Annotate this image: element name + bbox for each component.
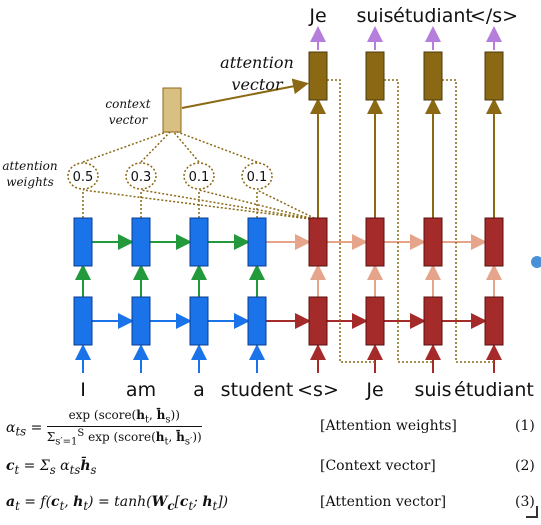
equation-formula: ct = Σs αtsh̄s [6, 458, 97, 477]
decoder-cell-lower [484, 296, 504, 346]
decoder-cells [308, 217, 504, 346]
context-vector-label: context [105, 97, 150, 111]
attention-weight-value: 0.1 [247, 170, 268, 185]
equation-formula: at = f(ct, ht) = tanh(Wc[ct; ht]) [6, 494, 229, 513]
input-word: I [80, 379, 86, 400]
attention-vector-cell [365, 51, 385, 101]
encoder-cell-lower [73, 296, 93, 346]
attention-vector-label: vector [231, 75, 284, 94]
encoder-cell-upper [73, 217, 93, 267]
scroll-indicator[interactable] [531, 256, 541, 268]
attention-score-lines [82, 129, 319, 221]
equation-attention-weights: αts = exp (score(ht, h̄s))Σs′=1S exp (sc… [0, 404, 541, 450]
context-vector-cell [162, 87, 182, 133]
attention-vector-label: attention [220, 53, 294, 72]
output-word: suis [356, 5, 393, 27]
input-word: suis [414, 379, 451, 400]
equation-number: (2) [515, 458, 535, 474]
encoder-cell-upper [131, 217, 151, 267]
attention-weight-value: 0.3 [131, 170, 152, 185]
output-word: </s> [470, 5, 518, 27]
equation-context-vector: ct = Σs αtsh̄s [Context vector] (2) [0, 452, 541, 486]
encoder-cell-upper [247, 217, 267, 267]
input-word: Je [365, 379, 383, 400]
input-word: étudiant [454, 379, 534, 400]
decoder-cell-lower [308, 296, 328, 346]
attention-vector-arrows [181, 78, 502, 218]
equation-formula: αts = exp (score(ht, h̄s))Σs′=1S exp (sc… [6, 408, 202, 448]
encoder-cell-lower [131, 296, 151, 346]
attention-vector-cell [423, 51, 443, 101]
attention-weights-label: weights [6, 175, 54, 189]
attention-vectors [308, 51, 504, 101]
encoder-cell-lower [189, 296, 209, 346]
input-feeding-lines [327, 79, 494, 363]
equation-attention-vector: at = f(ct, ht) = tanh(Wc[ct; ht]) [Atten… [0, 488, 541, 522]
equation-tag: [Context vector] [320, 458, 436, 474]
attention-weight-value: 0.5 [73, 170, 94, 185]
input-arrows [75, 344, 502, 373]
encoder-cell-lower [247, 296, 267, 346]
decoder-cell-upper [484, 217, 504, 267]
attention-weights-label: attention [2, 159, 57, 173]
decoder-cell-upper [365, 217, 385, 267]
diagram-labels: attention vector context vector attentio… [2, 53, 293, 189]
equation-tag: [Attention weights] [320, 418, 457, 434]
input-word: am [126, 379, 156, 400]
encoder-cells [73, 217, 267, 346]
equation-number: (3) [515, 494, 535, 510]
attention-vector-cell [308, 51, 328, 101]
context-vector-label: vector [109, 113, 149, 127]
equation-number: (1) [515, 418, 535, 434]
output-arrows [310, 26, 502, 50]
output-word: étudiant [393, 5, 473, 27]
input-word: a [193, 379, 205, 400]
equation-tag: [Attention vector] [320, 494, 447, 510]
input-words: I am a student <s> Je suis étudiant [80, 379, 534, 400]
encoder-cell-upper [189, 217, 209, 267]
seq2seq-attention-diagram: I am a student <s> Je suis étudiant Je s… [2, 5, 534, 400]
input-word: student [221, 379, 294, 400]
attention-weight-value: 0.1 [189, 170, 210, 185]
layer-arrows [75, 264, 502, 297]
decoder-cell-lower [365, 296, 385, 346]
decoder-cell-lower [423, 296, 443, 346]
resize-corner-icon[interactable] [526, 506, 538, 518]
attention-weights: 0.5 0.3 0.1 0.1 [67, 162, 273, 190]
input-word: <s> [297, 379, 339, 400]
output-word: Je [308, 5, 326, 27]
output-words: Je suis étudiant </s> [308, 5, 518, 27]
decoder-cell-upper [423, 217, 443, 267]
attention-vector-cell [484, 51, 504, 101]
decoder-cell-upper [308, 217, 328, 267]
